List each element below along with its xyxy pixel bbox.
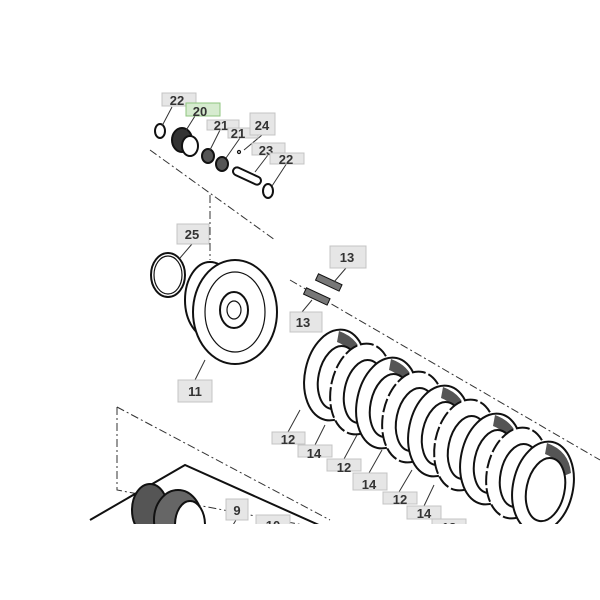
callout-13[interactable]: 13 bbox=[329, 245, 367, 269]
spring-13a bbox=[314, 273, 343, 292]
svg-text:9: 9 bbox=[233, 503, 240, 518]
svg-text:12: 12 bbox=[393, 492, 407, 507]
clutch-plate-stack bbox=[303, 328, 575, 524]
svg-text:14: 14 bbox=[362, 477, 377, 492]
spring-13b bbox=[302, 287, 331, 306]
svg-text:13: 13 bbox=[340, 250, 354, 265]
bearing-20 bbox=[171, 127, 199, 157]
pin-24 bbox=[236, 149, 242, 155]
callout-10[interactable]: 10 bbox=[255, 514, 291, 533]
axis-line-top bbox=[149, 149, 276, 260]
svg-text:13: 13 bbox=[296, 315, 310, 330]
svg-text:12: 12 bbox=[281, 432, 295, 447]
bearing-21b bbox=[215, 156, 229, 172]
svg-text:11: 11 bbox=[188, 384, 202, 399]
callout-13[interactable]: 13 bbox=[289, 311, 323, 333]
svg-text:12: 12 bbox=[337, 460, 351, 475]
washer-22-left bbox=[154, 123, 166, 139]
friction-disc bbox=[511, 440, 575, 524]
gear-hub-lower bbox=[131, 483, 206, 524]
piston-hub-11 bbox=[184, 259, 278, 365]
shaft-23 bbox=[232, 166, 262, 186]
callout-14[interactable]: 14 bbox=[352, 472, 388, 492]
callout-25[interactable]: 25 bbox=[176, 223, 210, 245]
svg-text:22: 22 bbox=[279, 152, 293, 167]
svg-text:14: 14 bbox=[417, 506, 432, 521]
callout-14[interactable]: 14 bbox=[297, 444, 333, 461]
svg-text:25: 25 bbox=[185, 227, 199, 242]
axis-line-main bbox=[289, 279, 600, 461]
bearing-21a bbox=[201, 148, 215, 164]
callout-22[interactable]: 22 bbox=[269, 152, 305, 167]
callout-12[interactable]: 12 bbox=[431, 518, 467, 535]
svg-text:21: 21 bbox=[214, 118, 228, 133]
callout-12[interactable]: 12 bbox=[326, 458, 362, 475]
callout-9[interactable]: 9 bbox=[225, 498, 249, 521]
svg-text:24: 24 bbox=[255, 118, 270, 133]
o-ring-25 bbox=[150, 252, 186, 298]
callout-21[interactable]: 21 bbox=[206, 118, 240, 133]
callout-12[interactable]: 12 bbox=[271, 431, 306, 447]
callout-20[interactable]: 20 bbox=[185, 102, 221, 119]
callout-12[interactable]: 12 bbox=[382, 491, 418, 507]
svg-text:20: 20 bbox=[193, 104, 207, 119]
washer-22-right bbox=[262, 183, 274, 199]
svg-text:10: 10 bbox=[266, 518, 280, 533]
svg-text:12: 12 bbox=[442, 520, 456, 535]
lower-housing-outline bbox=[89, 463, 320, 524]
svg-text:21: 21 bbox=[231, 126, 245, 141]
svg-text:14: 14 bbox=[307, 446, 322, 461]
callout-14[interactable]: 14 bbox=[406, 505, 442, 521]
callout-11[interactable]: 11 bbox=[177, 379, 213, 403]
svg-text:22: 22 bbox=[170, 93, 184, 108]
callout-24[interactable]: 24 bbox=[249, 112, 276, 136]
